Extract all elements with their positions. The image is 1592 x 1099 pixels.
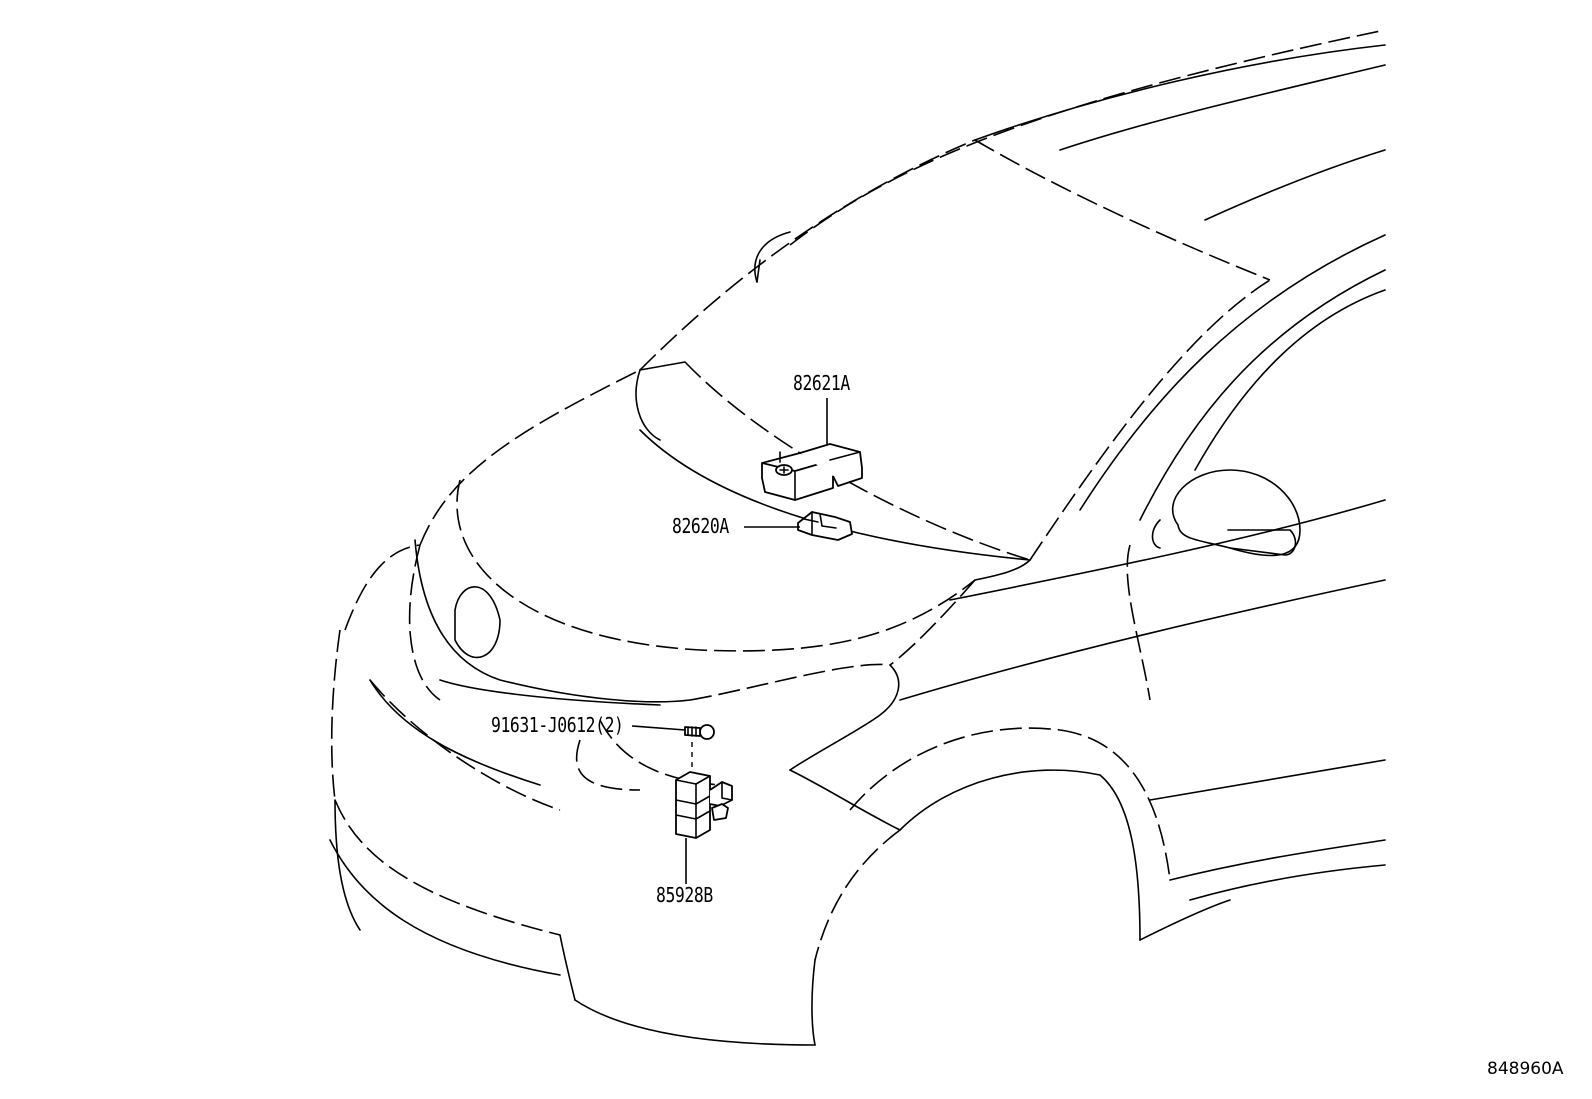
mirror-mount (754, 231, 791, 283)
front-fascia (329, 539, 816, 1046)
module-part (675, 771, 733, 839)
windshield (635, 139, 1031, 561)
hood (419, 369, 1031, 666)
callout-91631-j0612: 91631-J0612(2) (491, 713, 624, 737)
callout-82620a: 82620A (672, 514, 729, 538)
callout-85928b: 85928B (656, 883, 713, 907)
bolt-part (684, 724, 715, 740)
side-mirror (1151, 469, 1301, 557)
diagram-reference-id: 848960A (1487, 1059, 1564, 1079)
fender (789, 499, 1386, 1046)
roof-outline (789, 29, 1386, 281)
a-pillar (1029, 234, 1386, 701)
bracket-part (797, 511, 853, 541)
headlamp (575, 663, 900, 791)
callout-82621a: 82621A (793, 371, 850, 395)
sensor-part (761, 443, 863, 501)
leader-lines (631, 398, 828, 884)
